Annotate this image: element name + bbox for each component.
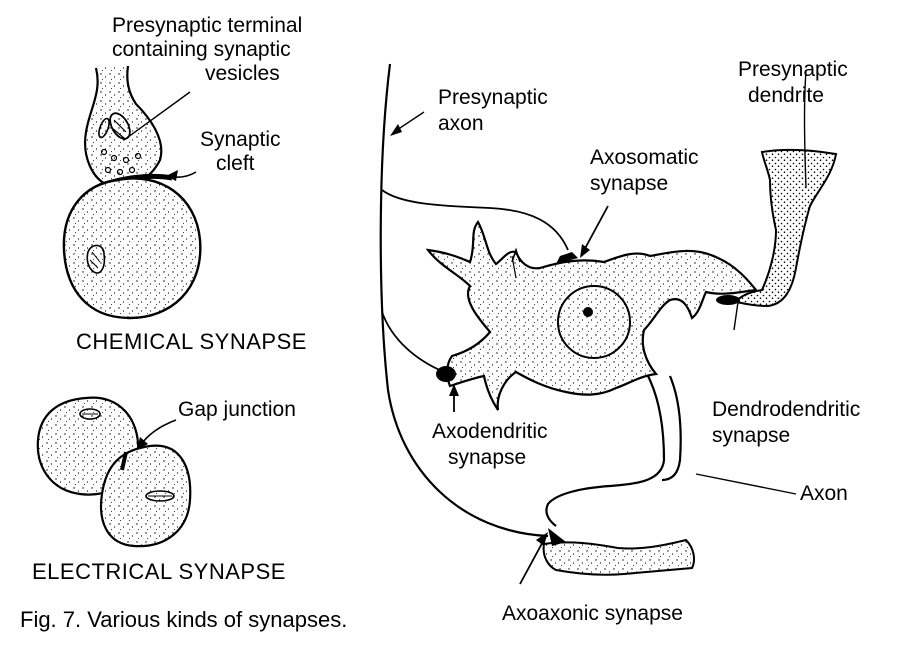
chemical-synapse-title: CHEMICAL SYNAPSE — [76, 329, 307, 354]
presynaptic-axon — [379, 63, 549, 538]
electrical-synapse-drawing — [36, 396, 192, 548]
label-axodendritic-line2: synapse — [448, 446, 527, 469]
label-presynaptic-terminal-line1: Presynaptic terminal — [112, 14, 303, 37]
label-axodendritic-line1: Axodendritic — [432, 420, 548, 443]
axoaxonic-terminal — [548, 528, 566, 546]
electrical-synapse-title: ELECTRICAL SYNAPSE — [32, 559, 286, 584]
label-synaptic-cleft-line2: cleft — [216, 152, 255, 175]
label-presynaptic-dendrite-line2: dendrite — [748, 84, 824, 107]
label-axon: Axon — [800, 482, 848, 505]
figure-caption: Fig. 7. Various kinds of synapses. — [20, 607, 348, 632]
label-dendrodendritic-line1: Dendrodendritic — [712, 398, 861, 421]
label-presynaptic-terminal-line3: vesicles — [205, 62, 280, 85]
dendrodendritic-terminal — [716, 295, 740, 305]
label-presynaptic-axon-line1: Presynaptic — [438, 86, 548, 109]
label-dendrodendritic-line2: synapse — [712, 424, 791, 447]
label-presynaptic-axon-line2: axon — [438, 112, 484, 135]
label-axoaxonic-synapse: Axoaxonic synapse — [502, 602, 683, 625]
axosomatic-terminal — [556, 252, 578, 264]
neuron-drawing — [379, 63, 838, 585]
label-axosomatic-line1: Axosomatic — [590, 146, 699, 169]
nucleolus — [583, 307, 593, 317]
postsynaptic-cell — [62, 177, 202, 320]
lower-process — [542, 538, 695, 576]
axodendritic-terminal — [436, 366, 456, 382]
postsynaptic-axon — [545, 375, 666, 527]
presynaptic-dendrite — [734, 148, 838, 308]
nucleus — [557, 285, 631, 359]
presynaptic-terminal — [84, 65, 163, 188]
label-synaptic-cleft-line1: Synaptic — [200, 128, 281, 151]
label-axosomatic-line2: synapse — [590, 172, 669, 195]
label-presynaptic-dendrite-line1: Presynaptic — [738, 58, 848, 81]
label-presynaptic-terminal-line2: containing synaptic — [112, 38, 291, 61]
chemical-synapse-drawing — [62, 65, 202, 320]
label-gap-junction: Gap junction — [178, 398, 296, 421]
